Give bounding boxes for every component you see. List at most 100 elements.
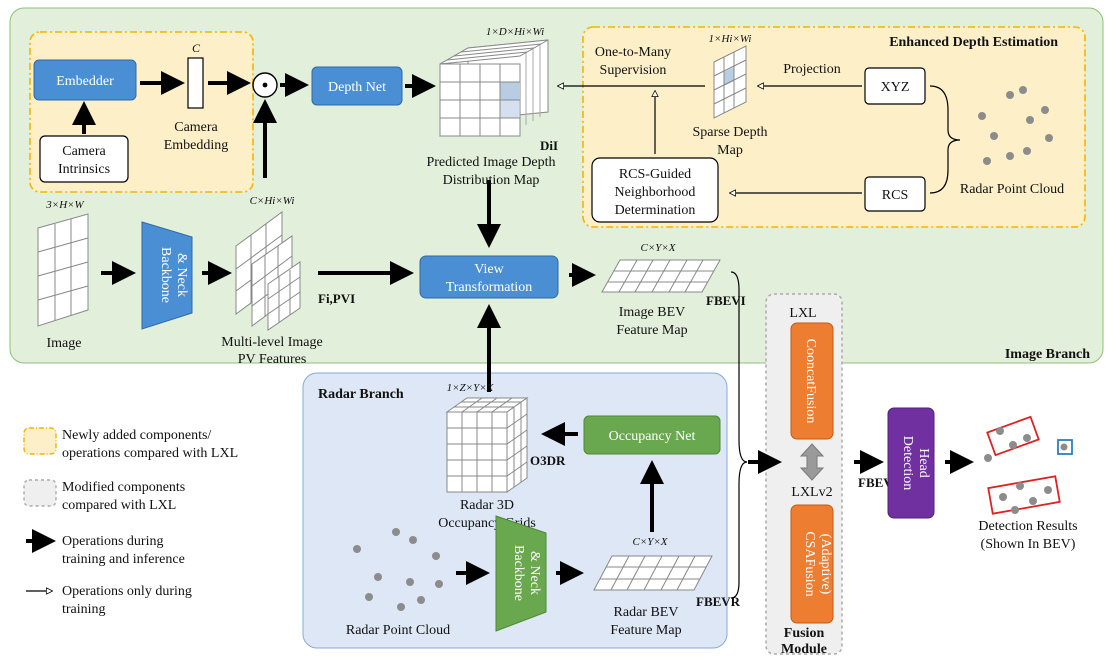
depth-net-label: Depth Net	[328, 80, 386, 95]
camera-intrinsics-label-2: Intrinsics	[58, 162, 110, 177]
pv-feature-stack	[235, 211, 301, 331]
rcs-guided-label-1: RCS-Guided	[619, 167, 691, 182]
pv-features-label-1: Multi-level Image	[221, 335, 322, 350]
lxl-label: LXL	[789, 306, 816, 321]
detection-head-label-2: Head	[916, 448, 931, 478]
xyz-box	[864, 67, 926, 105]
embedder-box	[33, 59, 137, 101]
rcs-box	[864, 176, 926, 212]
swap-arrow-icon	[799, 443, 825, 481]
radar-cloud-brace	[929, 85, 961, 194]
radar-branch-point-cloud-label: Radar Point Cloud	[346, 623, 450, 638]
radar-branch-points	[353, 528, 443, 611]
xyz-label: XYZ	[881, 80, 910, 95]
lxlv2-label: LXLv2	[791, 485, 832, 500]
camera-intrinsics-label-1: Camera	[62, 144, 106, 159]
view-transform-label-1: View	[474, 262, 504, 277]
legend-train-infer-label-1: Operations during	[62, 534, 163, 549]
detection-results-label-1: Detection Results	[978, 519, 1077, 534]
concat-fusion-label: CooncatFusion	[803, 339, 818, 424]
product-dot-icon	[262, 82, 268, 88]
image-backbone-label-1: Backbone	[158, 247, 173, 303]
sparse-dims-label: 1×Hi×Wi	[709, 33, 752, 45]
camera-embedding-label-1: Camera	[174, 120, 218, 135]
radar-bev-dims-label: C×Y×X	[632, 536, 668, 548]
camera-embedding-label-2: Embedding	[164, 138, 229, 153]
image-bev-label-2: Feature Map	[616, 323, 687, 338]
csa-fusion-label-1: CSAFusion	[802, 531, 817, 596]
legend-modified-label-1: Modified components	[62, 480, 185, 495]
occupancy-net-box	[583, 415, 721, 455]
occ-dims-label: 1×Z×Y×X	[447, 382, 495, 394]
rcs-label: RCS	[882, 188, 908, 203]
depth-symbol: DiI	[540, 138, 558, 153]
depth-distribution-grid	[439, 39, 549, 137]
image-bev-symbol: FBEVI	[706, 293, 746, 308]
depth-radar-points	[978, 86, 1053, 165]
radar-backbone-label-2: & Neck	[527, 551, 542, 595]
pv-features-label-2: PV Features	[238, 352, 307, 367]
dim-c-label: C	[192, 41, 201, 55]
legend-modified-label-2: compared with LXL	[62, 498, 176, 513]
pv-symbol: Fi,PVI	[318, 291, 355, 306]
occ-symbol: O3DR	[530, 453, 566, 468]
rcs-guided-label-2: Neighborhood	[615, 185, 696, 200]
image-branch-label: Image Branch	[1005, 347, 1090, 362]
legend-train-only-label-2: training	[62, 602, 106, 617]
radar-bev-label-1: Radar BEV	[614, 605, 679, 620]
fusion-title-2: Module	[781, 642, 827, 657]
sparse-depth-label-1: Sparse Depth	[692, 125, 767, 140]
image-dims-label: 3×H×W	[45, 199, 84, 211]
legend-train-infer-label-2: training and inference	[62, 552, 185, 567]
legend-train-only-label-1: Operations only during	[62, 584, 192, 599]
radar-bev-label-2: Feature Map	[610, 623, 681, 638]
radar-backbone-trapezoid	[495, 515, 547, 632]
rcs-guided-label-3: Determination	[615, 203, 696, 218]
one-to-many-label-1: One-to-Many	[595, 45, 671, 60]
view-transform-box	[419, 255, 559, 299]
image-bev-dims-label: C×Y×X	[640, 242, 676, 254]
image-backbone-label-2: & Neck	[174, 253, 189, 297]
occupancy-cube	[445, 397, 529, 493]
radar-bev-grid	[593, 555, 713, 591]
embedder-label: Embedder	[56, 74, 114, 89]
camera-intrinsics-box	[39, 135, 129, 183]
radar-branch-title: Radar Branch	[318, 387, 404, 402]
csa-fusion-box	[790, 504, 834, 624]
projection-label: Projection	[783, 62, 841, 77]
image-bev-label-1: Image BEV	[619, 305, 685, 320]
sparse-depth-label-2: Map	[717, 143, 743, 158]
detection-head-box	[887, 407, 935, 519]
concat-fusion-box	[790, 322, 834, 440]
legend-modified-swatch	[23, 479, 57, 507]
legend-new-label-1: Newly added components/	[62, 428, 211, 443]
depth-net-box	[311, 66, 403, 106]
rcs-guided-box	[591, 157, 719, 223]
one-to-many-label-2: Supervision	[600, 63, 667, 78]
camera-embedding-vector	[187, 57, 204, 109]
legend: Newly added components/ operations compa…	[23, 427, 238, 617]
radar-backbone-label-1: Backbone	[511, 545, 526, 601]
detection-results-plot	[984, 415, 1073, 515]
depth-radar-point-cloud-label: Radar Point Cloud	[960, 182, 1064, 197]
pv-dims-label: C×Hi×Wi	[250, 195, 295, 207]
detection-head-label-1: Detection	[900, 436, 915, 490]
depth-dims-label: 1×D×Hi×Wi	[486, 26, 544, 38]
enhanced-depth-title: Enhanced Depth Estimation	[889, 35, 1058, 50]
fusion-title-1: Fusion	[784, 626, 825, 641]
image-backbone-trapezoid	[141, 221, 193, 330]
radar-bev-symbol: FBEVR	[696, 594, 741, 609]
legend-new-label-2: operations compared with LXL	[62, 446, 238, 461]
predicted-depth-label-1: Predicted Image Depth	[426, 155, 555, 170]
legend-new-swatch	[23, 427, 57, 455]
sparse-depth-grid	[713, 45, 747, 119]
image-bev-grid	[601, 259, 721, 293]
image-label: Image	[47, 336, 82, 351]
fusion-merge-brace	[730, 271, 748, 599]
occupancy-net-label: Occupancy Net	[609, 429, 696, 444]
csa-fusion-label-2: (Adaptive)	[818, 534, 833, 595]
detection-results-label-2: (Shown In BEV)	[981, 537, 1076, 552]
view-transform-label-2: Transformation	[446, 280, 533, 295]
image-input-grid	[37, 213, 89, 327]
